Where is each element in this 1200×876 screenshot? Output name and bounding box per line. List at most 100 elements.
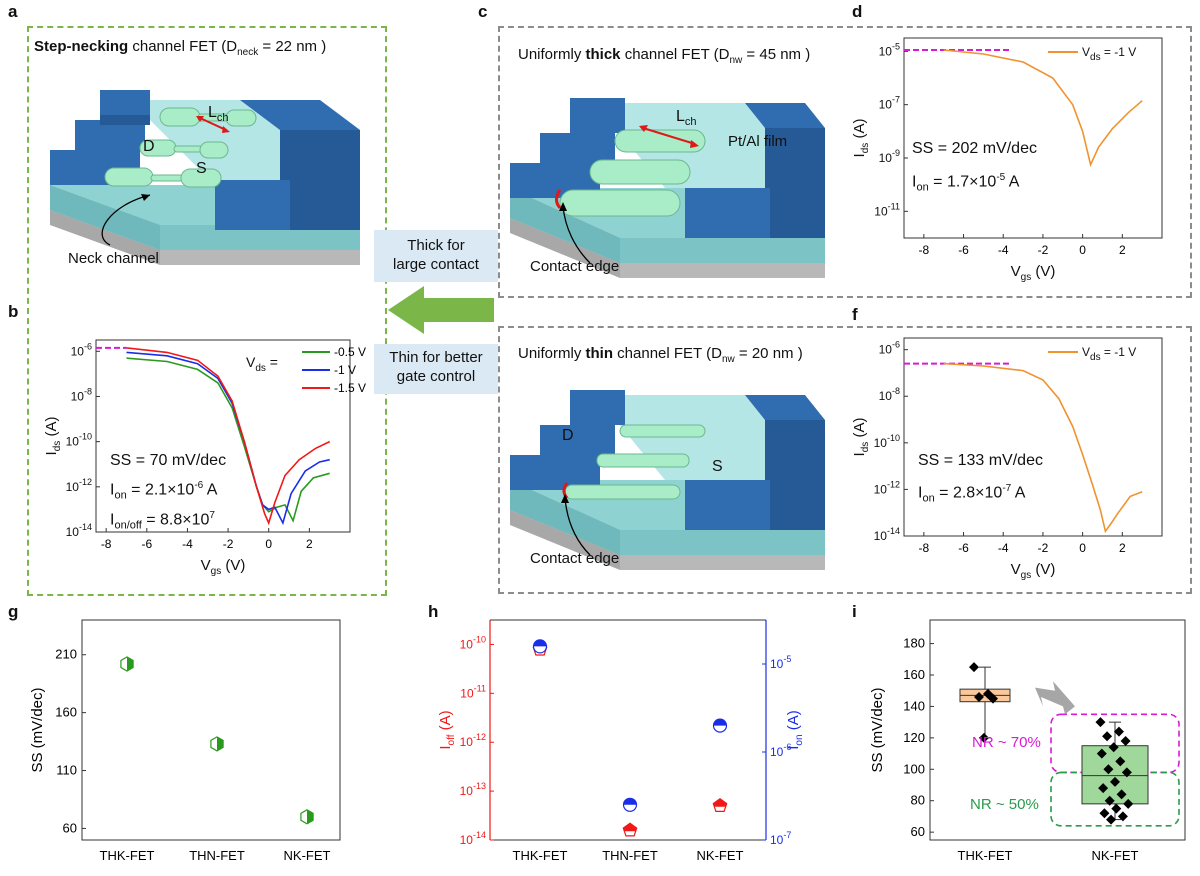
panel-label-a: a <box>8 2 18 21</box>
plot-frame <box>81 619 341 841</box>
thick-channel-device-illustration <box>510 98 825 278</box>
y-tick-label: 10-14 <box>66 522 92 539</box>
x-tick-label: 2 <box>1119 243 1126 257</box>
x-tick-label: THK-FET <box>958 848 1013 863</box>
plot-frame <box>903 337 1163 537</box>
y-tick-label: 60 <box>63 820 77 835</box>
legend-label-2: -1.5 V <box>334 381 366 395</box>
y-axis-label: Ids (A) <box>852 119 871 158</box>
x-tick-label: NK-FET <box>284 848 331 863</box>
x-tick-label: -4 <box>998 541 1009 555</box>
left-tick-label: 10-12 <box>460 732 486 749</box>
nk-data-point <box>1096 748 1107 759</box>
chart-b-ss-annotation: SS = 70 mV/dec <box>110 452 227 469</box>
y-tick-label: 10-12 <box>66 477 92 494</box>
nk-data-point <box>1108 742 1119 753</box>
chart-b-ionoff-annotation: Ion/off = 8.8×107 <box>110 510 215 532</box>
panel-e-title: Uniformly thin channel FET (Dnw = 20 nm … <box>518 345 803 365</box>
chart-d-ion-annotation: Ion = 1.7×10-5 A <box>912 172 1020 194</box>
panel-a-d-label: D <box>143 138 155 155</box>
chart-b-legend-title: Vds = <box>246 354 278 374</box>
x-tick-label: THK-FET <box>513 848 568 863</box>
nk-data-point <box>1098 783 1109 794</box>
y-tick-label: 160 <box>903 667 925 682</box>
legend-label: Vds = -1 V <box>1082 345 1136 363</box>
ion-point-fill <box>713 719 727 726</box>
plot-frame <box>929 619 1186 841</box>
thk-data-point <box>988 693 998 704</box>
x-tick-label: -6 <box>958 243 969 257</box>
x-tick-label: -4 <box>182 537 193 551</box>
x-axis-label: Vgs (V) <box>1011 561 1056 581</box>
nk-data-point <box>1113 726 1124 737</box>
x-tick-label: -4 <box>998 243 1009 257</box>
x-tick-label: 0 <box>1079 243 1086 257</box>
x-axis-label: Vgs (V) <box>201 557 246 577</box>
nk-data-point <box>1121 767 1132 778</box>
right-tick-label: 10-7 <box>770 830 791 847</box>
panel-a-lch-label: Lch <box>208 104 229 125</box>
nk-data-point <box>1117 811 1128 822</box>
ioff-point-fill <box>623 823 637 832</box>
x-tick-label: 2 <box>306 537 313 551</box>
nk-data-point <box>1111 803 1122 814</box>
y-tick-label: 10-7 <box>879 95 900 112</box>
series-line-2 <box>126 347 331 526</box>
y-tick-label: 160 <box>55 705 77 720</box>
chart-d-ss-annotation: SS = 202 mV/dec <box>912 140 1037 157</box>
y-tick-label: 10-14 <box>874 526 900 543</box>
nk-data-point <box>1104 795 1115 806</box>
nk-data-point <box>1115 756 1126 767</box>
left-tick-label: 10-14 <box>460 830 486 847</box>
legend-label-0: -0.5 V <box>334 345 366 359</box>
panel-a-s-label: S <box>196 160 207 177</box>
panel-label-b: b <box>8 302 19 321</box>
y-tick-label: 10-12 <box>874 479 900 496</box>
x-tick-label: -6 <box>141 537 152 551</box>
panel-a-b-frame <box>27 26 387 596</box>
pt-al-film-label: Pt/Al film <box>728 133 788 150</box>
series-line-0 <box>943 362 1143 534</box>
nk-data-point <box>1102 731 1113 742</box>
ion-point-fill <box>623 798 637 805</box>
nk-data-point <box>1099 808 1110 819</box>
y-tick-label: 10-8 <box>71 386 92 403</box>
panel-a-title: Step-necking channel FET (Dneck = 22 nm … <box>34 38 327 58</box>
y-tick-label: 80 <box>911 793 925 808</box>
y-tick-label: 10-5 <box>879 41 900 58</box>
x-tick-label: THN-FET <box>189 848 245 863</box>
x-tick-label: 0 <box>1079 541 1086 555</box>
x-tick-label: -8 <box>919 541 930 555</box>
y-tick-label: 10-11 <box>874 201 900 218</box>
data-point-fill <box>127 657 133 671</box>
data-point-fill <box>217 736 223 751</box>
legend-label-1: -1 V <box>334 363 356 377</box>
nk-data-point <box>1120 736 1131 746</box>
x-tick-label: 0 <box>265 537 272 551</box>
left-axis-label: Ioff (A) <box>437 710 457 749</box>
y-axis-label: SS (mV/dec) <box>869 687 886 772</box>
right-tick-label: 10-5 <box>770 654 791 671</box>
nk-data-point <box>1123 798 1134 809</box>
thk-data-point <box>979 732 989 743</box>
step-necking-device-illustration <box>50 90 360 265</box>
chart-h-ioff-ion-comparison: 10-1010-1110-1210-1310-1410-510-610-7THK… <box>437 619 805 863</box>
y-tick-label: 10-6 <box>879 340 900 357</box>
data-point-fill <box>307 809 313 824</box>
y-axis-label: SS (mV/dec) <box>29 687 46 772</box>
panel-e-contact-edge-label: Contact edge <box>530 550 620 567</box>
x-axis-label: Vgs (V) <box>1011 263 1056 283</box>
panel-c-title: Uniformly thick channel FET (Dnw = 45 nm… <box>518 46 811 66</box>
x-tick-label: NK-FET <box>697 848 744 863</box>
panel-c-lch-label: Lch <box>676 108 697 129</box>
chart-f-ion-annotation: Ion = 2.8×10-7 A <box>918 483 1026 505</box>
plot-frame <box>95 339 351 533</box>
x-tick-label: -2 <box>223 537 234 551</box>
thk-data-point <box>974 692 984 702</box>
legend-label: Vds = -1 V <box>1082 45 1136 63</box>
